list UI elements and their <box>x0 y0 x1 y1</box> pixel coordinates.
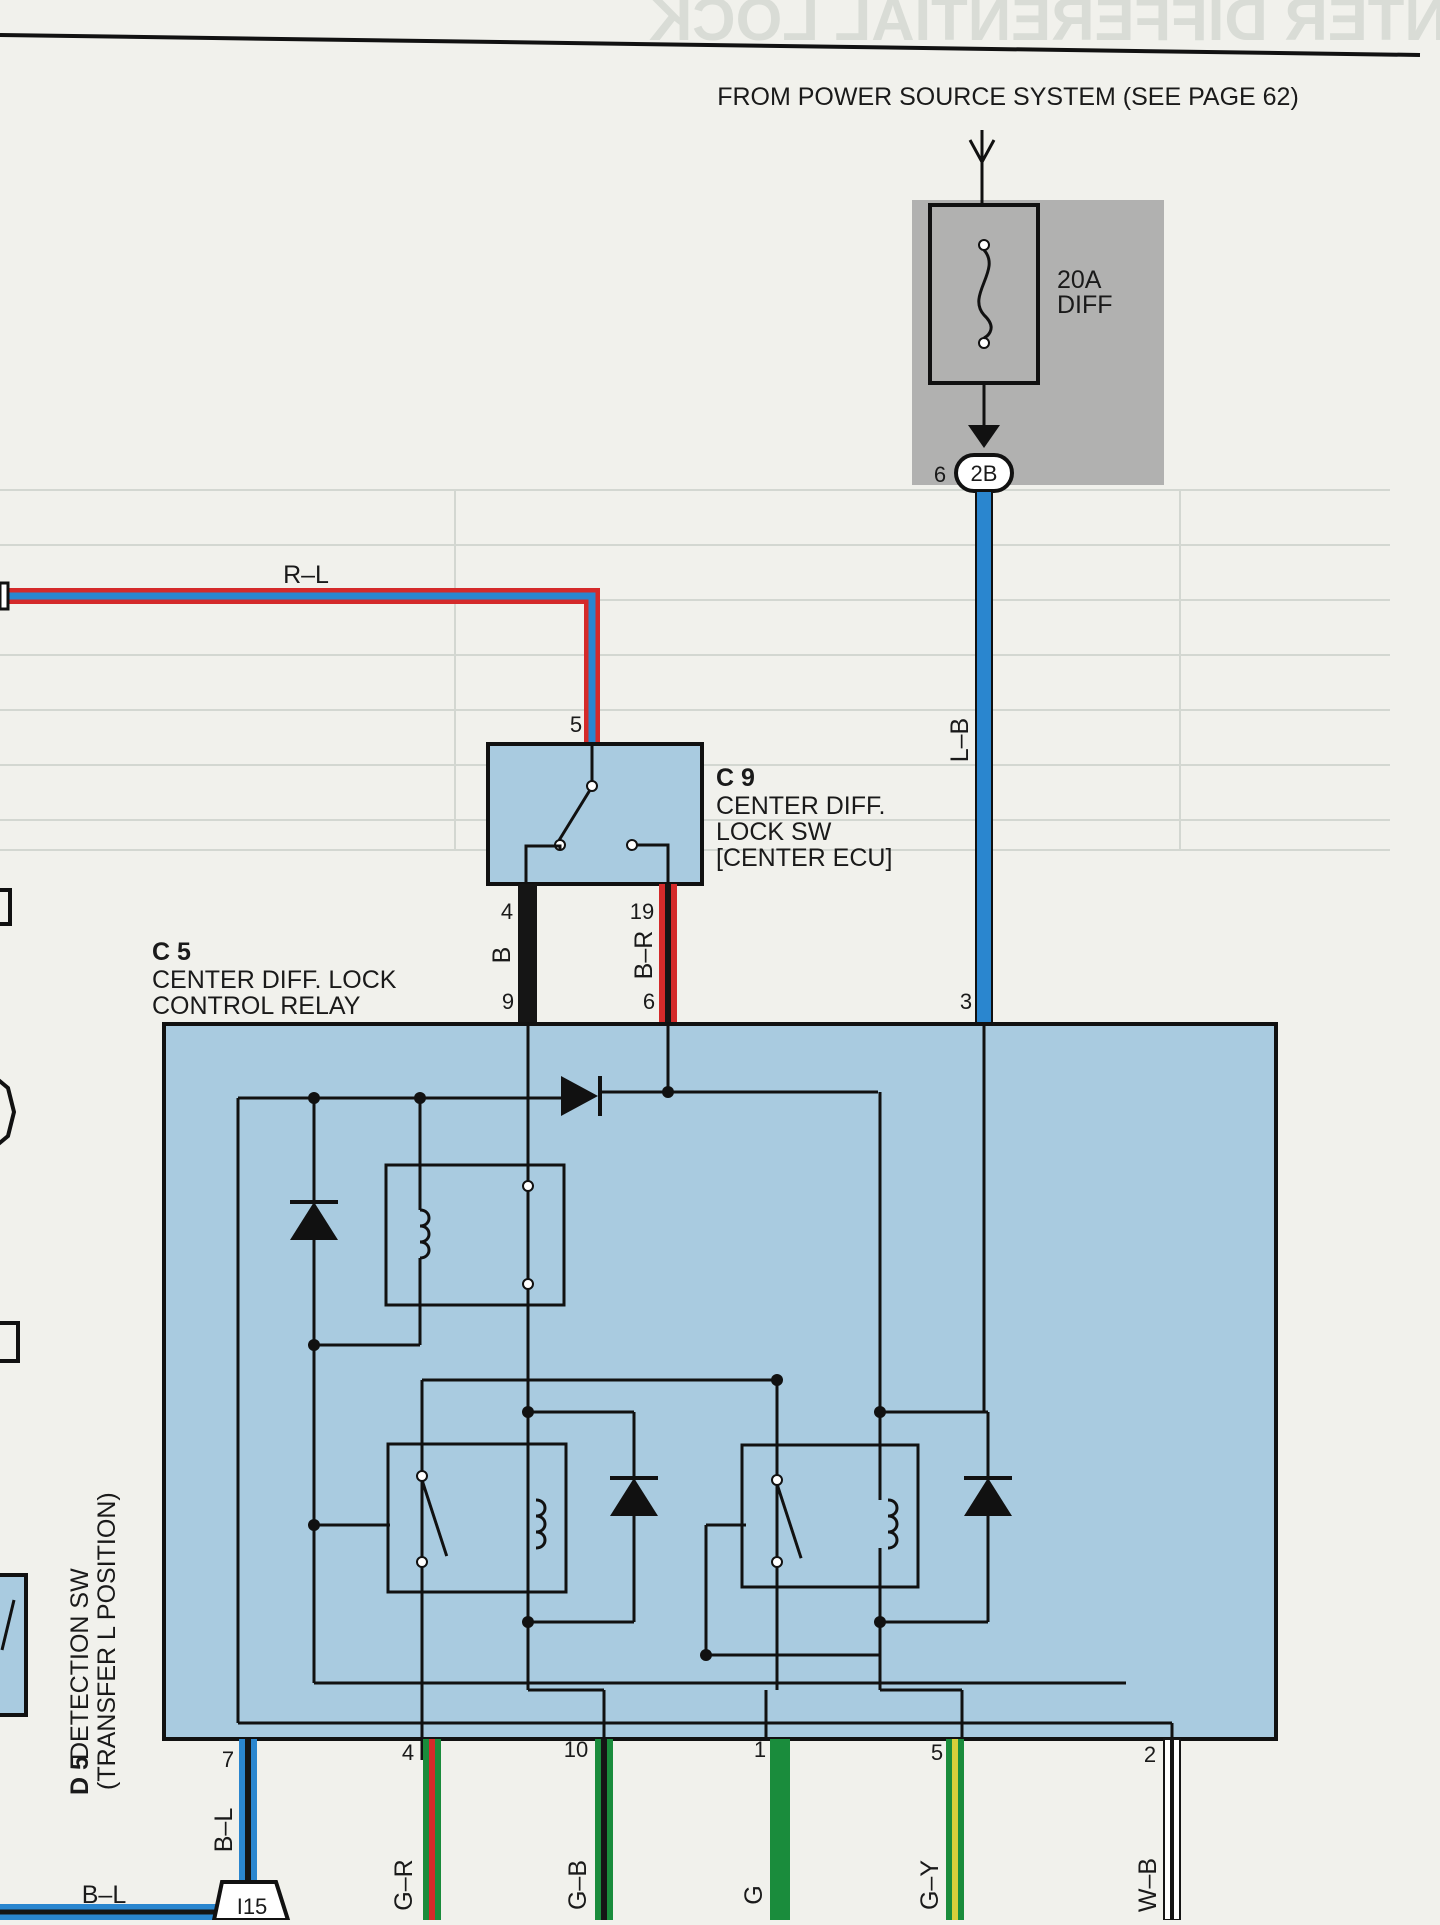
connector-arrow-icon <box>968 425 1000 448</box>
center-diff-lock-switch <box>486 742 704 886</box>
connector-2b-code: 2B <box>971 461 998 486</box>
left-edge-connector-1 <box>0 888 12 926</box>
wire-g <box>770 1739 790 1920</box>
wire-gy-label: G–Y <box>916 1860 944 1910</box>
relay-pin7: 7 <box>222 1747 234 1772</box>
detection-switch-code: D 5 <box>66 1756 94 1795</box>
power-arrow-icon <box>968 139 996 166</box>
connector-2b-pin: 6 <box>934 462 946 487</box>
relay-pin6: 6 <box>643 989 655 1014</box>
connector-2b <box>954 453 1014 493</box>
fuse-rating: 20A <box>1057 266 1102 294</box>
relay-contacts <box>420 1190 803 1559</box>
wire-rl-label: R–L <box>283 561 329 589</box>
switch-pin-top: 5 <box>570 712 582 737</box>
wire-g-label: G <box>740 1885 768 1904</box>
relay-pin2: 2 <box>1144 1742 1156 1767</box>
diode-top-icon <box>561 1076 598 1116</box>
fuse-name: DIFF <box>1057 291 1113 319</box>
switch-pin-right: 19 <box>630 899 654 924</box>
header-rule <box>0 33 1421 57</box>
relay-contact-points <box>416 1180 783 1568</box>
wire-lb <box>975 492 993 1024</box>
wire-b <box>518 884 537 1024</box>
switch-contact-icon <box>556 789 592 843</box>
power-source-label: FROM POWER SOURCE SYSTEM (SEE PAGE 62) <box>717 83 1299 111</box>
diode-right-icon <box>964 1478 1012 1516</box>
wire-wb-label: W–B <box>1134 1858 1162 1912</box>
fuse-icon <box>977 248 993 340</box>
relay-pin5: 5 <box>931 1740 943 1765</box>
diode-left-icon <box>290 1202 338 1240</box>
wire-gr-label: G–R <box>390 1859 418 1910</box>
switch-line3: [CENTER ECU] <box>716 844 892 872</box>
detection-switch-line2: (TRANSFER L POSITION) <box>93 1492 121 1790</box>
switch-line2: LOCK SW <box>716 818 832 846</box>
relay-line2: CONTROL RELAY <box>152 992 361 1020</box>
wire-bl-vertical-label: B–L <box>210 1808 238 1853</box>
wire-lb-label: L–B <box>946 718 974 762</box>
detection-switch-line1: DETECTION SW <box>66 1568 94 1760</box>
relay-pin4: 4 <box>402 1740 414 1765</box>
switch-pin-left: 4 <box>501 899 513 924</box>
relay-pin10: 10 <box>564 1737 588 1762</box>
relay-pin1: 1 <box>754 1737 766 1762</box>
wire-b-label: B <box>488 947 516 964</box>
switch-code: C 9 <box>716 764 755 792</box>
left-edge-connector-3 <box>0 1321 20 1363</box>
diode-middle-icon <box>610 1478 658 1516</box>
connector-i15-code: I15 <box>237 1894 268 1919</box>
wire-bl-horizontal-label: B–L <box>82 1881 127 1909</box>
wire-br-label: B–R <box>630 931 658 980</box>
left-edge-connector-2 <box>0 1078 17 1146</box>
switch-line1: CENTER DIFF. <box>716 792 885 820</box>
relay-pin9: 9 <box>502 989 514 1014</box>
relay-code: C 5 <box>152 938 191 966</box>
relay-pin3: 3 <box>960 989 972 1014</box>
relay-line1: CENTER DIFF. LOCK <box>152 966 397 994</box>
relay-internal-circuit <box>236 1024 1174 1760</box>
wire-gb-label: G–B <box>564 1860 592 1910</box>
junction-dots <box>308 1086 886 1661</box>
